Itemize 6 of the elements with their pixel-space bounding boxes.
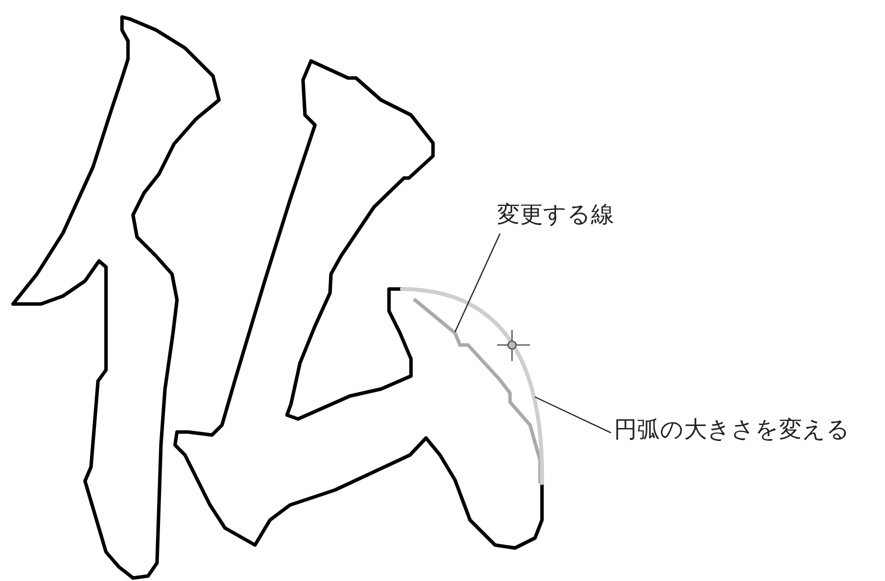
leader-line <box>534 396 612 434</box>
arc-curve <box>400 287 544 485</box>
annotation-text: 円弧の大きさを変える <box>614 417 850 445</box>
annotation-text: 変更する線 <box>497 202 614 230</box>
jagged-line <box>413 298 542 484</box>
leader-line <box>454 233 501 332</box>
